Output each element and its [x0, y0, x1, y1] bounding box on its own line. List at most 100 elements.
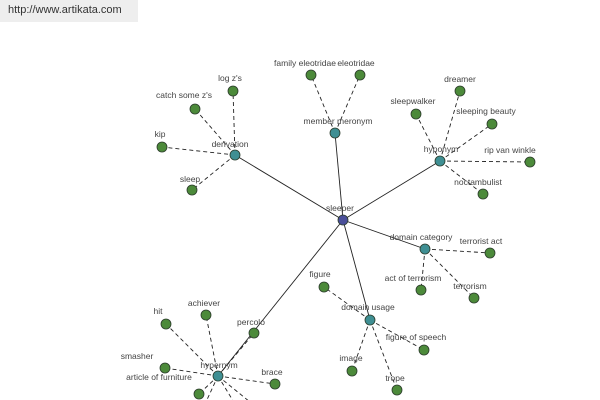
term-node-log-z-s[interactable] [227, 85, 239, 97]
term-node-sleep[interactable] [186, 184, 198, 196]
edge-hyponym-rip-van-winkle [439, 160, 531, 163]
term-node-hit[interactable] [160, 318, 172, 330]
term-node-image[interactable] [346, 365, 358, 377]
term-node-act-of-terrorism[interactable] [415, 284, 427, 296]
edge-derivation-log-z-s [232, 90, 236, 156]
relation-node-derivation[interactable] [229, 149, 241, 161]
edge-hypernym-brace [217, 375, 276, 385]
term-label-sleep: sleep [180, 174, 201, 184]
relation-node-domain-usage[interactable] [364, 314, 376, 326]
term-label-dreamer: dreamer [444, 74, 476, 84]
term-label-trope: trope [385, 373, 405, 383]
edge-offscreen-1 [217, 375, 234, 400]
relation-node-domain-category[interactable] [419, 243, 431, 255]
term-node-eleotridae[interactable] [354, 69, 366, 81]
source-url[interactable]: http://www.artikata.com [8, 4, 122, 16]
relation-label-hyponym: hyponym [424, 144, 459, 154]
relation-label-hypernym: hypernym [200, 360, 237, 370]
term-node-article-of-furniture[interactable] [193, 388, 205, 400]
edge-domain-category-terrorist-act [424, 248, 491, 254]
term-node-terrorism[interactable] [468, 292, 480, 304]
term-node-smasher[interactable] [159, 362, 171, 374]
relation-node-hyponym[interactable] [434, 155, 446, 167]
term-node-figure[interactable] [318, 281, 330, 293]
edge-root-domain-usage [342, 219, 371, 321]
term-label-hit: hit [154, 306, 164, 316]
root-node[interactable] [337, 214, 349, 226]
edge-offscreen-2 [217, 375, 249, 400]
relation-label-derivation: derivation [212, 139, 249, 149]
relation-label-domain-usage: domain usage [341, 302, 395, 312]
term-label-figure-of-speech: figure of speech [386, 332, 447, 342]
term-label-sleeping-beauty: sleeping beauty [456, 106, 516, 116]
edge-member-meronym-eleotridae [334, 74, 361, 134]
edge-root-domain-category [342, 219, 426, 250]
term-label-article-of-furniture: article of furniture [126, 372, 192, 382]
term-label-log-z-s: log z's [218, 73, 242, 83]
edge-offscreen-0 [206, 375, 219, 400]
term-label-noctambulist: noctambulist [454, 177, 502, 187]
term-node-rip-van-winkle[interactable] [524, 156, 536, 168]
edge-hypernym-achiever [205, 314, 219, 377]
edge-domain-usage-image [351, 319, 371, 372]
term-label-catch-some-z-s: catch some z's [156, 90, 212, 100]
edge-layer [161, 74, 531, 400]
edge-domain-usage-figure [323, 286, 371, 321]
term-label-eleotridae: eleotridae [337, 58, 375, 68]
relation-label-member-meronym: member meronym [304, 116, 373, 126]
term-label-terrorism: terrorism [453, 281, 487, 291]
term-label-image: image [339, 353, 362, 363]
edge-domain-usage-figure-of-speech [369, 319, 425, 351]
edge-root-member-meronym [334, 132, 344, 221]
term-label-act-of-terrorism: act of terrorism [385, 273, 442, 283]
edge-derivation-catch-some-z-s [194, 108, 236, 156]
term-label-smasher: smasher [121, 351, 154, 361]
edge-hyponym-sleepwalker [415, 113, 441, 162]
edge-root-hypernym [217, 219, 344, 377]
term-node-sleepwalker[interactable] [410, 108, 422, 120]
node-layer [156, 69, 536, 400]
edge-member-meronym-family-eleotridae [310, 74, 336, 134]
term-node-terrorist-act[interactable] [484, 247, 496, 259]
edge-hypernym-smasher [164, 367, 219, 377]
edge-hypernym-percolo [217, 332, 255, 377]
edge-hyponym-sleeping-beauty [439, 123, 493, 162]
relation-label-domain-category: domain category [390, 232, 454, 242]
relation-node-member-meronym[interactable] [329, 127, 341, 139]
term-node-family-eleotridae[interactable] [305, 69, 317, 81]
term-node-kip[interactable] [156, 141, 168, 153]
term-label-brace: brace [261, 367, 283, 377]
term-node-catch-some-z-s[interactable] [189, 103, 201, 115]
edge-derivation-sleep [191, 154, 236, 191]
edge-domain-category-act-of-terrorism [420, 248, 426, 291]
term-label-percolo: percolo [237, 317, 265, 327]
term-label-kip: kip [155, 129, 166, 139]
term-node-brace[interactable] [269, 378, 281, 390]
term-node-noctambulist[interactable] [477, 188, 489, 200]
term-label-sleepwalker: sleepwalker [391, 96, 436, 106]
edge-domain-usage-trope [369, 319, 398, 391]
edge-hyponym-dreamer [439, 90, 461, 162]
term-node-figure-of-speech[interactable] [418, 344, 430, 356]
edge-derivation-kip [161, 146, 236, 156]
term-label-family-eleotridae: family eleotridae [274, 58, 336, 68]
term-label-rip-van-winkle: rip van winkle [484, 145, 536, 155]
term-label-terrorist-act: terrorist act [460, 236, 503, 246]
term-label-figure: figure [309, 269, 331, 279]
label-layer: sleeper derivation log z's catch some z's ki… [121, 58, 536, 383]
term-node-achiever[interactable] [200, 309, 212, 321]
term-node-sleeping-beauty[interactable] [486, 118, 498, 130]
term-label-achiever: achiever [188, 298, 220, 308]
edge-root-derivation [234, 154, 344, 221]
edge-domain-category-terrorism [424, 248, 475, 299]
root-label: sleeper [326, 203, 354, 213]
term-node-percolo[interactable] [248, 327, 260, 339]
term-node-dreamer[interactable] [454, 85, 466, 97]
edge-root-hyponym [342, 160, 441, 221]
edge-hypernym-hit [165, 323, 219, 377]
relation-node-hypernym[interactable] [212, 370, 224, 382]
term-node-trope[interactable] [391, 384, 403, 396]
source-url-banner: http://www.artikata.com [0, 0, 138, 22]
edge-hyponym-noctambulist [439, 160, 484, 195]
